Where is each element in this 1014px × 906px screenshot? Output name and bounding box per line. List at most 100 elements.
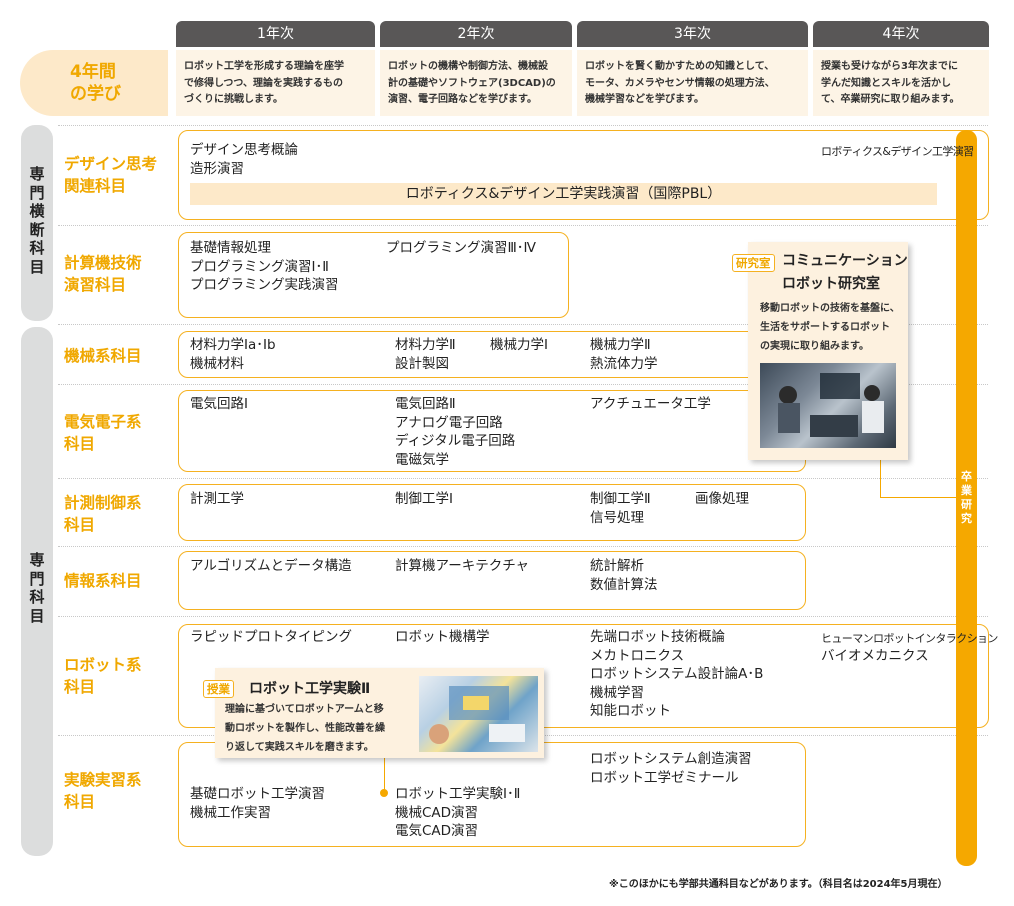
card-text-line: 動ロボットを製作し、性能改善を繰 [225, 723, 385, 734]
category-line: 機械系科目 [64, 347, 142, 365]
course-design-y4: ロボティクス&デザイン工学演習 [821, 145, 974, 158]
lab-photo [760, 363, 896, 448]
course-item: ロボットシステム創造演習 [590, 751, 752, 767]
course-item: 制御工学Ⅱ [590, 491, 651, 507]
year-1-description: ロボット工学を形成する理論を座学 で修得しつつ、理論を実践するもの づくりに挑戦… [176, 50, 375, 116]
course-item: 機械力学Ⅱ [590, 337, 651, 353]
desc-line: ロボット工学を形成する理論を座学 [184, 61, 344, 72]
graduation-char: 業 [961, 484, 972, 497]
course-list-elec-y2: 電気回路Ⅱ アナログ電子回路 ディジタル電子回路 電磁気学 [395, 395, 515, 469]
course-item: 先端ロボット技術概論 [590, 629, 725, 645]
course-computing-y2: プログラミング演習Ⅲ･Ⅳ [386, 240, 537, 256]
course-list-meas-y3a: 制御工学Ⅱ 信号処理 [590, 490, 651, 527]
course-item: メカトロニクス [590, 647, 685, 664]
course-item: アナログ電子回路 [395, 414, 503, 431]
course-info-y2: 計算機アーキテクチャ [395, 558, 530, 574]
course-list-exp-y3: ロボットシステム創造演習 ロボット工学ゼミナール [590, 750, 752, 787]
course-item: 知能ロボット [590, 703, 671, 720]
connector-dot [380, 789, 388, 797]
computing-row-box [178, 232, 569, 318]
course-item: 材料力学Ⅱ [395, 337, 456, 353]
course-list-exp-y2: ロボット工学実験Ⅰ･Ⅱ 機械CAD演習 電気CAD演習 [395, 785, 520, 841]
course-meas-y3b: 画像処理 [695, 491, 749, 507]
desc-line: 計の基礎やソフトウェア(3DCAD)の [388, 77, 556, 89]
class-card: 授業 ロボット工学実験Ⅱ 理論に基づいてロボットアームと移 動ロボットを製作し、… [203, 668, 544, 758]
course-item: 電磁気学 [395, 451, 449, 468]
category-line: 実験実習系 [64, 771, 142, 789]
category-line: 科目 [64, 435, 96, 453]
sidebar-char: 専 [29, 165, 45, 183]
course-robot-y2: ロボット機構学 [395, 629, 490, 645]
course-item: 統計解析 [590, 558, 644, 574]
course-list-mech-y2a: 材料力学Ⅱ 設計製図 [395, 336, 456, 373]
category-line: 科目 [64, 516, 96, 534]
information-row-box [178, 551, 806, 610]
year-4-description: 授業も受けながら3年次までに 学んだ知識とスキルを活かし て、卒業研究に取り組み… [813, 50, 989, 116]
desc-line: 学んだ知識とスキルを活かし [821, 77, 951, 89]
row-divider [58, 616, 988, 617]
year-2-header: 2年次 [380, 21, 572, 47]
measurement-row-box [178, 484, 806, 541]
electrical-row-box [178, 390, 806, 472]
sidebar-char: 門 [29, 569, 45, 588]
course-item: 電気CAD演習 [395, 823, 479, 840]
course-list-design-y1: デザイン思考概論 造形演習 [190, 141, 298, 178]
course-item: ロボット工学ゼミナール [590, 769, 739, 786]
course-item: プログラミング実践演習 [190, 277, 339, 294]
course-list-exp-y1: 基礎ロボット工学演習 機械工作実習 [190, 785, 325, 822]
course-item: 基礎ロボット工学演習 [190, 786, 325, 802]
course-list-computing-y1: 基礎情報処理 プログラミング演習Ⅰ･Ⅱ プログラミング実践演習 [190, 239, 339, 295]
course-item: 電気回路Ⅱ [395, 396, 456, 412]
course-item: 造形演習 [190, 160, 244, 177]
course-mech-y2b: 機械力学Ⅰ [490, 337, 548, 353]
desc-line: ロボットの機構や制御方法、機械設 [388, 61, 548, 72]
lab-description: 移動ロボットの技術を基盤に、 生活をサポートするロボット の実現に取り組みます。 [760, 299, 900, 356]
category-line: 計測制御系 [64, 494, 142, 512]
connector-line [384, 752, 385, 793]
row-divider [58, 478, 988, 479]
mechanical-row-box [178, 331, 806, 378]
course-list-robot-y3: 先端ロボット技術概論 メカトロニクス ロボットシステム設計論A･B 機械学習 知… [590, 628, 763, 721]
lab-title-line: コミュニケーション [782, 253, 908, 269]
sidebar-char: 目 [29, 257, 45, 276]
category-line: 演習科目 [64, 276, 127, 294]
course-item: ロボット工学実験Ⅰ･Ⅱ [395, 786, 521, 802]
course-item: デザイン思考概論 [190, 142, 298, 158]
course-item: 機械CAD演習 [395, 804, 479, 821]
sidebar-cross-disciplinary: 専 門 横 断 科 目 [21, 125, 53, 321]
graduation-char: 卒 [961, 470, 972, 483]
category-line: 電気電子系 [64, 413, 142, 431]
course-item: 機械材料 [190, 355, 244, 372]
sidebar-major: 専 門 科 目 [21, 327, 53, 856]
course-elec-y1: 電気回路Ⅰ [190, 396, 248, 412]
card-text-line: 移動ロボットの技術を基盤に、 [760, 303, 900, 314]
year-2-description: ロボットの機構や制御方法、機械設 計の基礎やソフトウェア(3DCAD)の 演習、… [380, 50, 572, 116]
connector-line [880, 460, 881, 497]
course-robot-y4a: ヒューマンロボットインタラクション [821, 632, 998, 645]
course-list-mech-y1: 材料力学Ⅰa･Ⅰb 機械材料 [190, 336, 276, 373]
course-item: 設計製図 [395, 355, 449, 372]
category-line: 科目 [64, 793, 96, 811]
class-photo [419, 676, 538, 752]
row-divider [58, 225, 988, 226]
graduation-char: 研 [961, 498, 972, 511]
category-line: 情報系科目 [64, 572, 142, 590]
year-3-description: ロボットを賢く動かすための知識として、 モータ、カメラやセンサ情報の処理方法、 … [577, 50, 808, 116]
experiment-row-box [178, 742, 806, 847]
year-4-header: 4年次 [813, 21, 989, 47]
graduation-research-bar: 卒 業 研 究 [956, 130, 977, 866]
category-information: 情報系科目 [64, 570, 142, 592]
course-item: 基礎情報処理 [190, 240, 271, 256]
lab-photo-illustration [778, 373, 884, 437]
course-item: プログラミング演習Ⅰ･Ⅱ [190, 258, 329, 275]
course-meas-y1: 計測工学 [190, 491, 244, 507]
class-title: ロボット工学実験Ⅱ [249, 681, 371, 697]
course-item: ディジタル電子回路 [395, 433, 516, 450]
category-electrical: 電気電子系 科目 [64, 411, 142, 455]
category-computing: 計算機技術 演習科目 [64, 252, 142, 296]
course-info-y1: アルゴリズムとデータ構造 [190, 558, 352, 574]
desc-line: で修得しつつ、理論を実践するもの [184, 77, 343, 89]
class-description: 理論に基づいてロボットアームと移 動ロボットを製作し、性能改善を繰 り返して実践… [225, 700, 385, 757]
desc-line: 機械学習などを学びます。 [585, 94, 704, 105]
connector-line [880, 497, 958, 498]
